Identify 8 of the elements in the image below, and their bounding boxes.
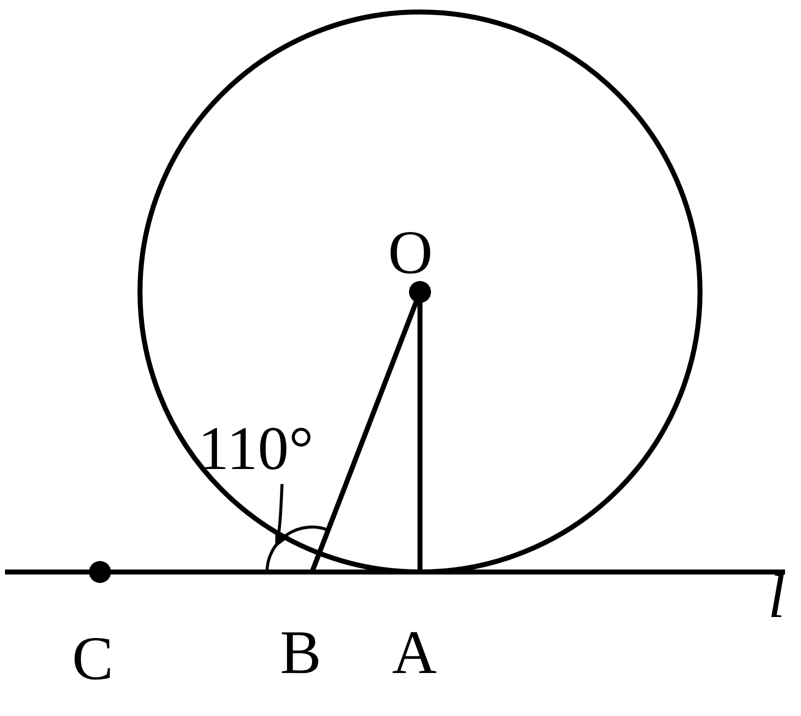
point-label: B [280, 622, 322, 684]
point-label: C [72, 628, 114, 690]
line-label: l [768, 566, 786, 628]
angle-label: 110° [198, 418, 314, 480]
angle-arc [266, 526, 328, 572]
point-label: A [392, 622, 437, 684]
leader-line [274, 484, 289, 548]
point-label: O [388, 222, 433, 284]
